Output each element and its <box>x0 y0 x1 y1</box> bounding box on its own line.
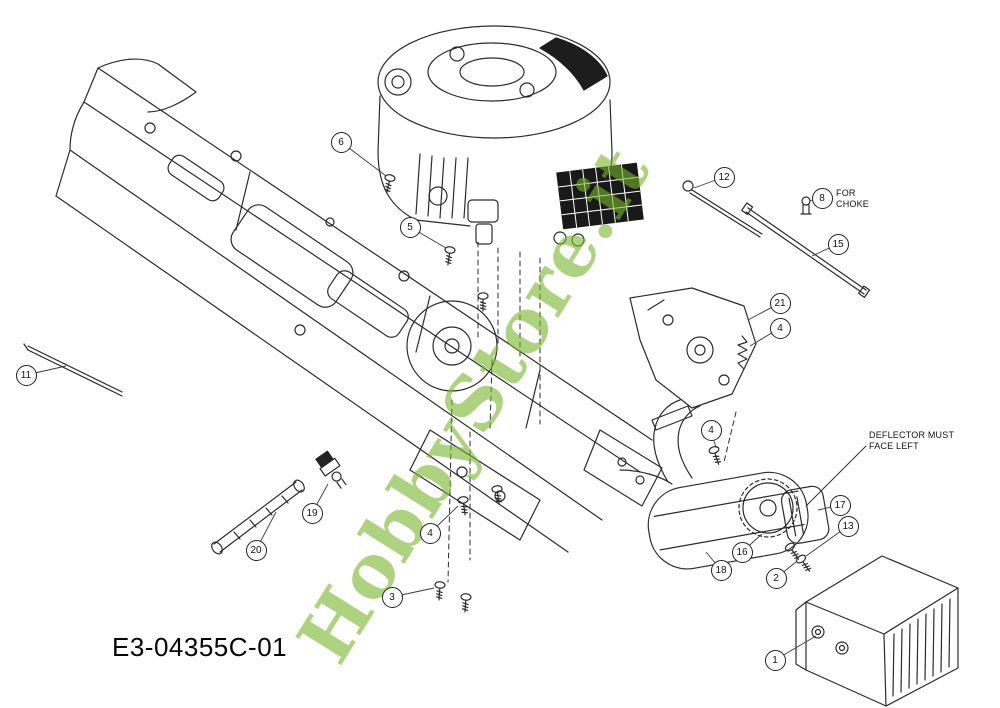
deflector-plate <box>780 485 830 544</box>
deflector-note: DEFLECTOR MUST FACE LEFT <box>869 430 954 452</box>
annotation-leaders <box>805 445 867 507</box>
engine-group <box>377 25 644 247</box>
for-choke-note: FOR CHOKE <box>836 188 870 210</box>
fasteners-group <box>381 173 815 613</box>
muffler-group <box>619 399 830 570</box>
diagram-code: E3-04355C-01 <box>112 632 288 662</box>
frame-group <box>55 58 663 553</box>
fuel-fitting <box>315 450 347 489</box>
heat-shield-group <box>795 555 959 707</box>
bracket-group <box>629 287 757 409</box>
alignment-lines <box>447 241 737 583</box>
engine-airbox-grid <box>556 162 644 230</box>
